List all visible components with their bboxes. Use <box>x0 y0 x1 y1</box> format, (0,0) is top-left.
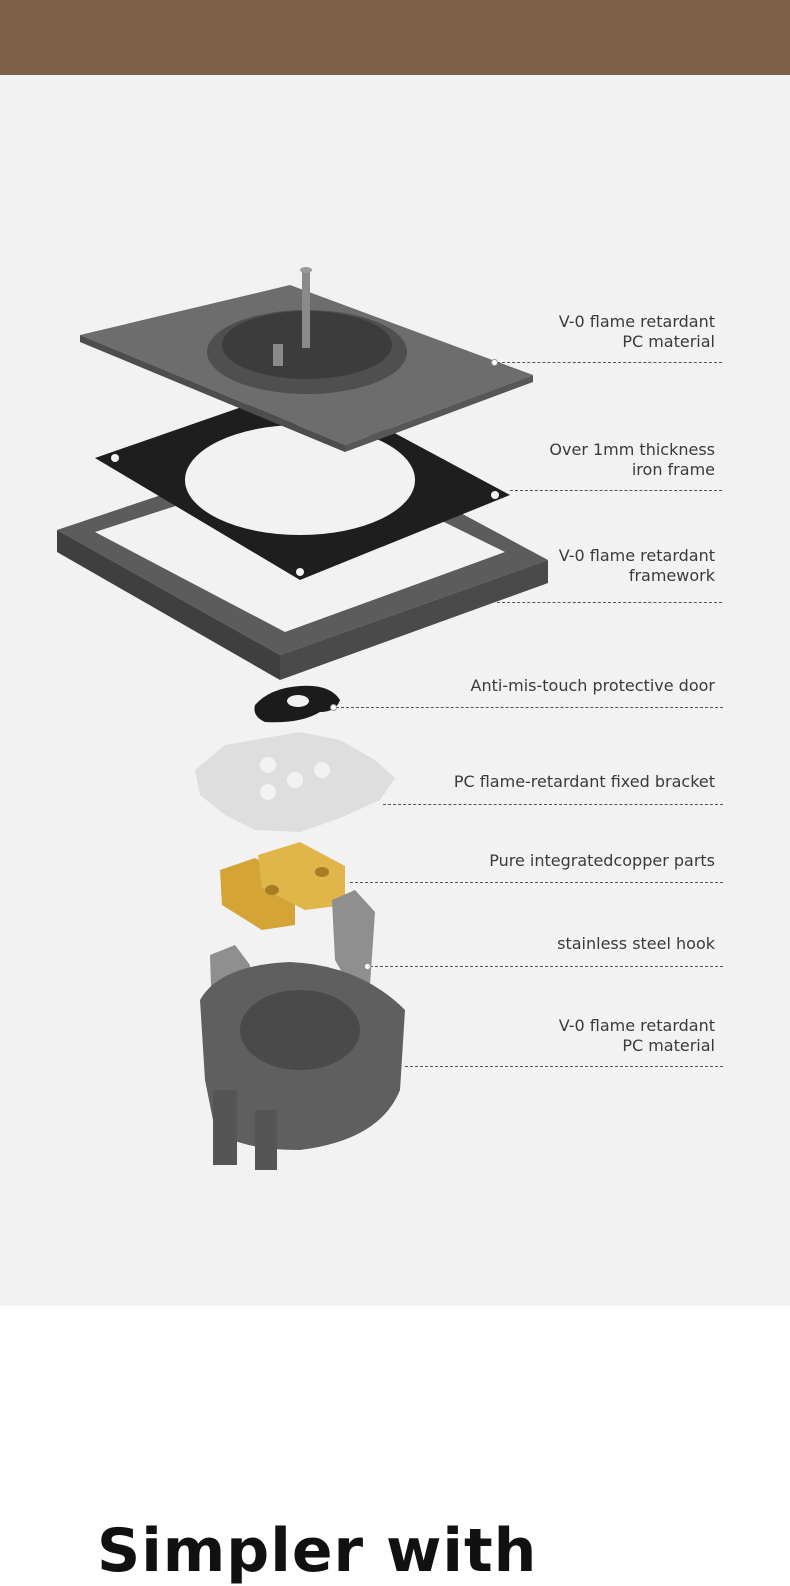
section-heading: Simpler with <box>97 1516 538 1586</box>
callout-steel-hook-label: stainless steel hook <box>557 934 715 954</box>
callout-iron-frame-label: Over 1mm thickness iron frame <box>549 440 715 480</box>
callout-line-2: framework <box>628 566 715 585</box>
callout-line-1: Anti-mis-touch protective door <box>470 676 715 695</box>
callout-protective-door-leader <box>336 707 723 708</box>
callout-line-1: Pure integratedcopper parts <box>489 851 715 870</box>
callout-line-1: V-0 flame retardant <box>558 1016 715 1035</box>
protective-door-part <box>254 685 340 723</box>
callout-steel-hook-dot <box>365 964 370 969</box>
callout-base-body-leader <box>405 1066 723 1067</box>
socket-exploded-illustration <box>57 267 548 1170</box>
callout-line-1: Over 1mm thickness <box>549 440 715 459</box>
callout-framework-leader <box>497 602 722 603</box>
callout-framework-label: V-0 flame retardant framework <box>559 546 715 586</box>
callout-line-1: stainless steel hook <box>557 934 715 953</box>
base-body-part <box>200 962 405 1170</box>
top-brand-bar <box>0 0 790 75</box>
callout-protective-door-dot <box>331 705 336 710</box>
callout-top-plate-leader <box>497 362 722 363</box>
top-plate-part <box>80 267 533 452</box>
callout-line-2: PC material <box>622 1036 715 1055</box>
callout-base-body-label: V-0 flame retardant PC material <box>559 1016 715 1056</box>
callout-line-2: iron frame <box>631 460 715 479</box>
callout-line-2: PC material <box>622 332 715 351</box>
callout-fixed-bracket-leader <box>383 804 723 805</box>
copper-parts-part <box>220 842 345 930</box>
iron-frame-part <box>95 385 510 580</box>
callout-protective-door-label: Anti-mis-touch protective door <box>471 676 715 696</box>
callout-steel-hook-leader <box>370 966 723 967</box>
callout-copper-parts-leader <box>350 882 723 883</box>
exploded-view-panel <box>0 75 790 1306</box>
callout-top-plate-label: V-0 flame retardant PC material <box>559 312 715 352</box>
callout-line-1: V-0 flame retardant <box>558 546 715 565</box>
callout-copper-parts-label: Pure integratedcopper parts <box>489 851 715 871</box>
fixed-bracket-part <box>195 732 395 832</box>
callout-line-1: PC flame-retardant fixed bracket <box>453 772 715 791</box>
callout-iron-frame-leader <box>510 490 722 491</box>
callout-fixed-bracket-label: PC flame-retardant fixed bracket <box>454 772 715 792</box>
callout-top-plate-dot <box>492 360 497 365</box>
callout-line-1: V-0 flame retardant <box>558 312 715 331</box>
